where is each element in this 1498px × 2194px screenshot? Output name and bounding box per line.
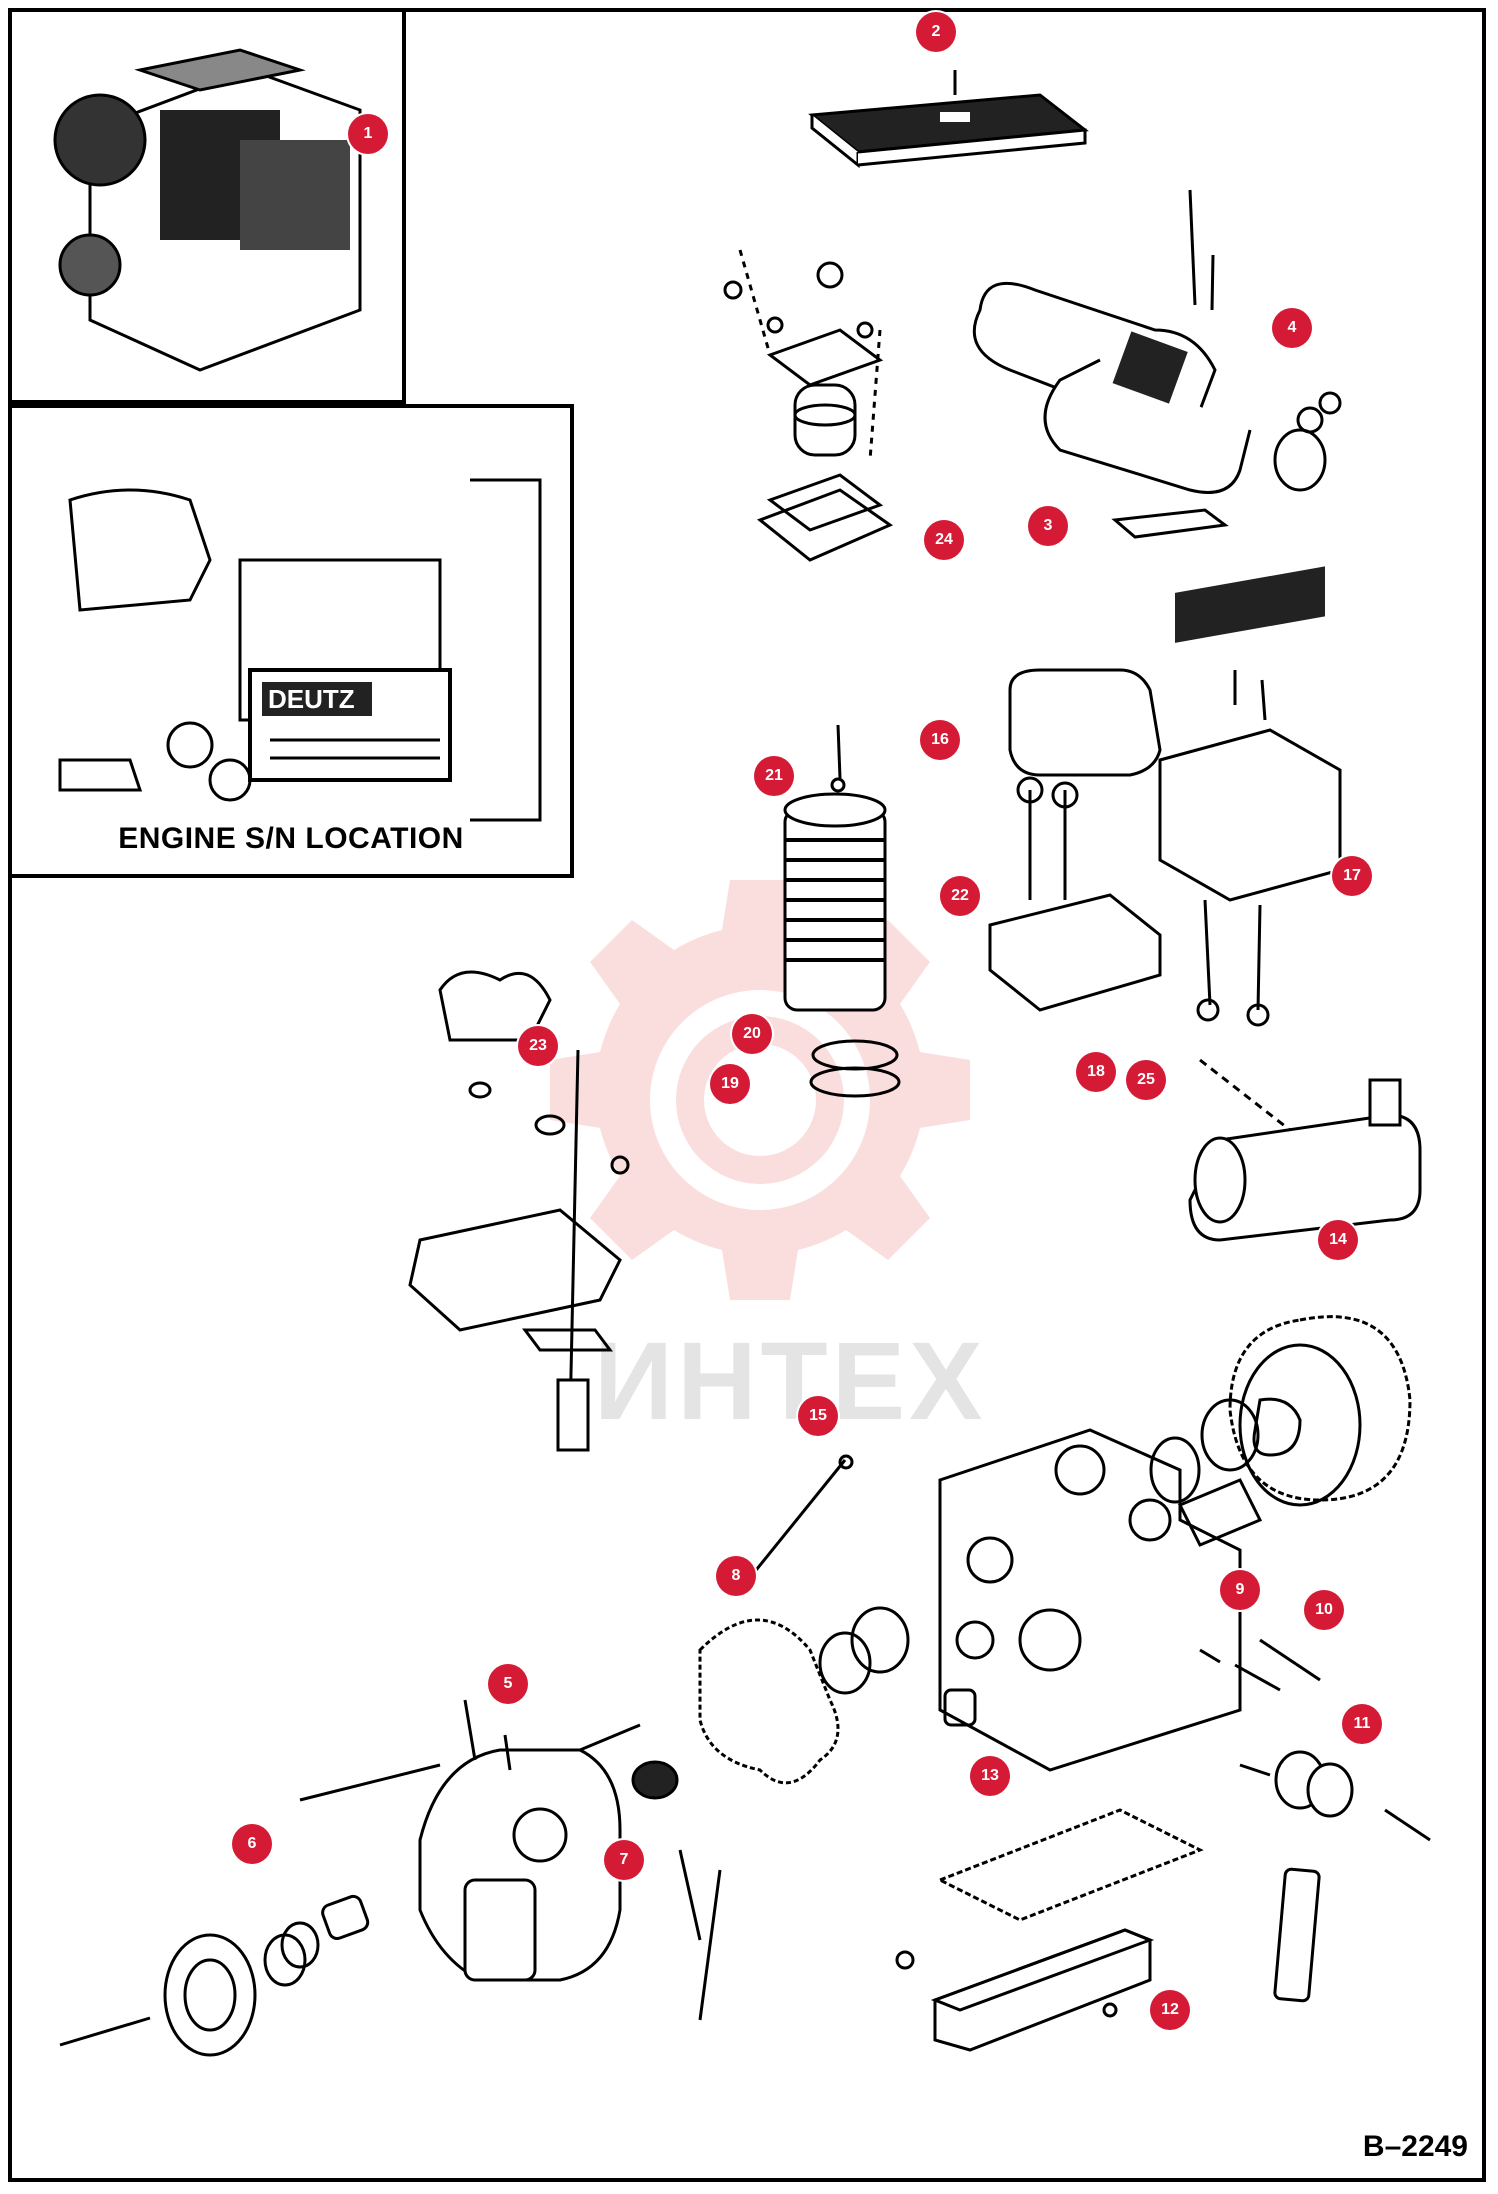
callout-1[interactable]: 1 <box>348 114 388 154</box>
cylinder-barrel <box>783 724 901 1098</box>
oil-fill-breather <box>1199 1638 1431 2003</box>
plate-brand-text: DEUTZ <box>268 684 355 714</box>
callout-23[interactable]: 23 <box>518 1026 558 1066</box>
rocker-base <box>988 776 1162 1012</box>
callout-22[interactable]: 22 <box>940 876 980 916</box>
oil-pan <box>895 1808 1204 2052</box>
callout-18[interactable]: 18 <box>1076 1052 1116 1092</box>
callout-6[interactable]: 6 <box>232 1824 272 1864</box>
exhaust-muffler <box>1188 1058 1422 1242</box>
watermark-text: ИHTEX <box>594 1320 987 1443</box>
callout-20[interactable]: 20 <box>732 1014 772 1054</box>
crankshaft-pulley <box>59 1763 441 2057</box>
callout-11[interactable]: 11 <box>1342 1704 1382 1744</box>
callout-3[interactable]: 3 <box>1028 506 1068 546</box>
timing-cover <box>418 1699 722 2021</box>
callout-8[interactable]: 8 <box>716 1556 756 1596</box>
callout-14[interactable]: 14 <box>1318 1220 1358 1260</box>
drawing-number: B–2249 <box>1362 2130 1468 2163</box>
crankcase-block <box>938 1428 1263 1772</box>
callout-13[interactable]: 13 <box>970 1756 1010 1796</box>
callout-21[interactable]: 21 <box>754 756 794 796</box>
callout-10[interactable]: 10 <box>1304 1590 1344 1630</box>
callout-7[interactable]: 7 <box>604 1840 644 1880</box>
serial-number-inset: ENGINE S/N LOCATION <box>8 404 574 878</box>
callout-9[interactable]: 9 <box>1220 1570 1260 1610</box>
callout-15[interactable]: 15 <box>798 1396 838 1436</box>
intake-manifold <box>972 189 1342 539</box>
callout-4[interactable]: 4 <box>1272 308 1312 348</box>
flywheel-housing-gasket <box>1149 1315 1412 1507</box>
callout-5[interactable]: 5 <box>488 1664 528 1704</box>
callout-12[interactable]: 12 <box>1150 1990 1190 2030</box>
engine-assembly-inset <box>8 8 406 404</box>
diagram-border <box>8 8 1486 2182</box>
serial-number-location-label: ENGINE S/N LOCATION <box>118 822 464 855</box>
air-filter-element <box>808 70 1089 169</box>
callout-16[interactable]: 16 <box>920 720 960 760</box>
callout-17[interactable]: 17 <box>1332 856 1372 896</box>
gear-case-gasket <box>698 1454 977 1785</box>
engine-assembly-illustration <box>53 48 362 372</box>
callout-19[interactable]: 19 <box>710 1064 750 1104</box>
serial-number-location-illustration <box>58 478 542 822</box>
callout-2[interactable]: 2 <box>916 12 956 52</box>
front-cover-dipstick <box>408 970 630 1452</box>
oil-filter-housing <box>723 249 894 562</box>
callout-25[interactable]: 25 <box>1126 1060 1166 1100</box>
callout-24[interactable]: 24 <box>924 520 964 560</box>
